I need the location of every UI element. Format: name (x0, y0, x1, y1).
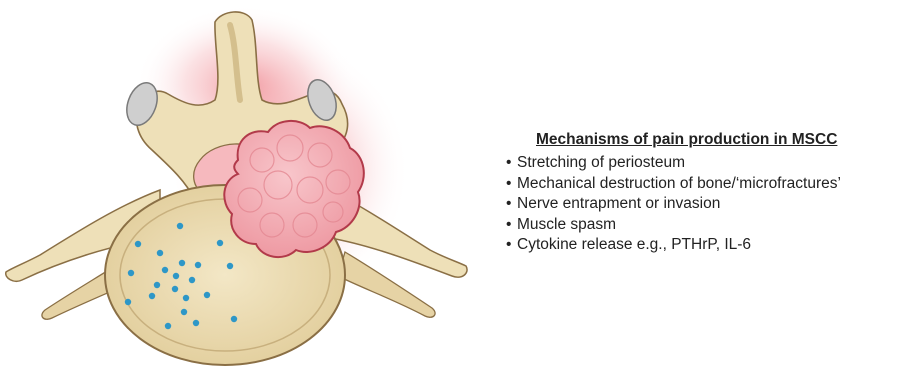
vertebra-illustration (0, 0, 480, 373)
tumor-cell-dot (128, 270, 134, 276)
list-item: •Nerve entrapment or invasion (506, 194, 916, 215)
bullet-icon: • (506, 215, 517, 236)
mechanisms-legend: Mechanisms of pain production in MSCC •S… (506, 131, 916, 256)
mechanisms-list: •Stretching of periosteum •Mechanical de… (506, 153, 916, 256)
tumor-cell-dot (162, 267, 168, 273)
list-item-text: Muscle spasm (517, 216, 616, 233)
list-item-text: Nerve entrapment or invasion (517, 195, 720, 212)
tumor-cell-dot (172, 286, 178, 292)
list-item: •Muscle spasm (506, 215, 916, 236)
tumor-cell-dot (173, 273, 179, 279)
tumor-cell-dot (183, 295, 189, 301)
tumor-cell-dot (231, 316, 237, 322)
bullet-icon: • (506, 153, 517, 174)
tumor-cell-dot (157, 250, 163, 256)
tumor-cell-dot (181, 309, 187, 315)
bullet-icon: • (506, 235, 517, 256)
tumor-cell-dot (149, 293, 155, 299)
tumor-cell-dot (135, 241, 141, 247)
bullet-icon: • (506, 194, 517, 215)
tumor-cell-dot (154, 282, 160, 288)
tumor-cell-dot (125, 299, 131, 305)
list-item: •Stretching of periosteum (506, 153, 916, 174)
list-item-text: Cytokine release e.g., PTHrP, IL-6 (517, 236, 751, 253)
tumor-cell-dot (204, 292, 210, 298)
tumor-cell-dot (189, 277, 195, 283)
tumor-cell-dot (179, 260, 185, 266)
tumor-cell-dot (195, 262, 201, 268)
bullet-icon: • (506, 174, 517, 195)
tumor-cell-dot (193, 320, 199, 326)
tumor-cell-dot (227, 263, 233, 269)
list-item-text: Stretching of periosteum (517, 154, 685, 171)
tumor-cell-dot (217, 240, 223, 246)
tumor-cell-dot (177, 223, 183, 229)
legend-heading: Mechanisms of pain production in MSCC (536, 131, 916, 149)
list-item: •Cytokine release e.g., PTHrP, IL-6 (506, 235, 916, 256)
list-item: •Mechanical destruction of bone/‘microfr… (506, 174, 916, 195)
tumor-cell-dot (165, 323, 171, 329)
list-item-text: Mechanical destruction of bone/‘microfra… (517, 175, 841, 192)
